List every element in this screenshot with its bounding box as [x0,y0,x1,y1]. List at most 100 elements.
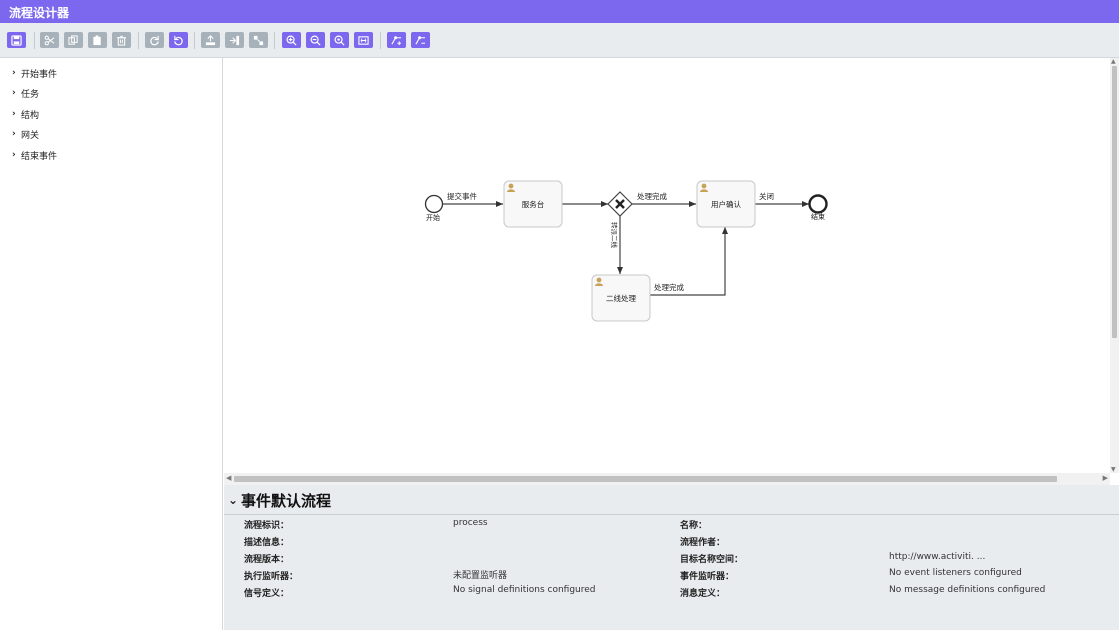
palette-item-end-event[interactable]: › 结束事件 [12,148,57,162]
vertical-scrollbar[interactable]: ▲ ▼ [1110,58,1119,473]
delete-button[interactable] [112,32,131,48]
properties-panel: ⌄ 事件默认流程 流程标识： process 名称： 描述信息： 流程作者： 流… [224,485,1119,630]
toolbar [0,23,1119,58]
scissors-icon [44,35,55,45]
chevron-down-icon[interactable]: ⌄ [228,493,239,507]
align-horizontal-button[interactable] [225,32,244,48]
same-size-button[interactable] [249,32,268,48]
end-event[interactable] [808,194,828,214]
zoom-out-icon [310,35,321,46]
zoom-fit-icon [358,35,369,45]
save-icon [11,34,22,46]
redo-icon [150,35,159,45]
signal-value[interactable]: No signal definitions configured [453,585,596,595]
properties-title: 事件默认流程 [241,492,332,510]
flow-done-top-label: 处理完成 [637,191,667,201]
task-service-desk-label: 服务台 [522,199,545,209]
task-user-confirm[interactable] [696,180,756,228]
zoom-actual-icon [334,35,345,46]
remove-bendpoint-button[interactable] [411,32,430,48]
task-service-desk[interactable] [503,180,563,228]
task-second-line[interactable] [591,274,651,322]
flow-close-label: 关闭 [759,191,774,201]
exclusive-gateway[interactable] [607,191,633,217]
zoom-in-icon [286,35,297,46]
palette-item-label: 任务 [21,89,40,100]
flow-escalate-label: 转派二线 [610,222,619,249]
same-size-icon [253,35,264,45]
scroll-right-icon[interactable]: ▶ [1102,474,1108,482]
flow-submit-label: 提交事件 [447,191,477,201]
redo-button[interactable] [145,32,164,48]
signal-label: 信号定义： [244,589,290,599]
title-bar: 流程设计器 [0,0,1119,23]
palette-item-start-event[interactable]: › 开始事件 [12,66,57,80]
exec-listeners-value[interactable]: 未配置监听器 [453,571,508,581]
chevron-right-icon: › [12,109,16,119]
palette-item-structure[interactable]: › 结构 [12,107,39,121]
toolbar-separator [34,32,35,49]
version-label: 流程版本： [244,555,290,565]
palette-panel: › 开始事件 › 任务 › 结构 › 网关 › 结束事件 [0,58,223,630]
cut-button[interactable] [40,32,59,48]
add-bendpoint-icon [391,35,402,45]
vertical-scroll-thumb[interactable] [1112,66,1117,338]
align-vertical-button[interactable] [201,32,220,48]
flow-done-bottom-label: 处理完成 [654,282,684,292]
toolbar-separator [138,32,139,49]
task-user-confirm-label: 用户确认 [711,199,741,209]
palette-item-task[interactable]: › 任务 [12,86,39,100]
event-listeners-value[interactable]: No event listeners configured [889,568,1022,578]
remove-bendpoint-icon [415,35,426,44]
horizontal-scroll-thumb[interactable] [234,476,1057,482]
save-button[interactable] [7,32,26,48]
palette-item-label: 网关 [21,130,40,141]
bpmn-diagram: 开始 结束 服务台 用户确认 二线处理 提交事件 处理完成 关闭 处理完成 转派… [424,180,828,322]
toolbar-separator [380,32,381,49]
chevron-right-icon: › [12,129,16,139]
undo-icon [174,35,183,45]
paste-button[interactable] [88,32,107,48]
chevron-right-icon: › [12,88,16,98]
event-listeners-label: 事件监听器： [680,572,735,582]
palette-item-gateway[interactable]: › 网关 [12,127,39,141]
horizontal-scrollbar[interactable]: ◀ ▶ [224,473,1110,485]
align-horizontal-icon [229,35,240,45]
zoom-in-button[interactable] [282,32,301,48]
palette-item-label: 结构 [21,110,40,121]
undo-button[interactable] [169,32,188,48]
add-bendpoint-button[interactable] [387,32,406,48]
trash-icon [116,35,127,46]
toolbar-separator [274,32,275,49]
app-title: 流程设计器 [9,6,70,20]
scroll-left-icon[interactable]: ◀ [226,474,232,482]
properties-header[interactable]: ⌄ 事件默认流程 [224,485,1119,515]
start-event-label: 开始 [426,213,440,222]
start-event[interactable] [424,194,444,214]
author-label: 流程作者： [680,538,726,548]
scroll-up-icon[interactable]: ▲ [1111,58,1116,65]
copy-button[interactable] [64,32,83,48]
paste-icon [93,34,101,45]
message-value[interactable]: No message definitions configured [889,585,1046,595]
process-id-label: 流程标识： [244,521,290,531]
process-id-value[interactable]: process [453,518,488,528]
chevron-right-icon: › [12,68,16,78]
zoom-actual-button[interactable] [330,32,349,48]
scroll-down-icon[interactable]: ▼ [1111,466,1116,473]
zoom-fit-button[interactable] [354,32,373,48]
flow-done-bottom[interactable] [650,227,728,296]
diagram-canvas[interactable]: 开始 结束 服务台 用户确认 二线处理 提交事件 处理完成 关闭 处理完成 转派… [224,58,1119,485]
toolbar-separator [194,32,195,49]
message-label: 消息定义： [680,589,726,599]
exec-listeners-label: 执行监听器： [244,572,299,582]
align-vertical-icon [205,34,216,45]
palette-item-label: 结束事件 [21,151,58,162]
palette-item-label: 开始事件 [21,69,58,80]
copy-icon [68,34,78,45]
description-label: 描述信息： [244,538,290,548]
chevron-right-icon: › [12,150,16,160]
namespace-label: 目标名称空间： [680,555,744,565]
zoom-out-button[interactable] [306,32,325,48]
namespace-value[interactable]: http://www.activiti. ... [889,552,986,562]
